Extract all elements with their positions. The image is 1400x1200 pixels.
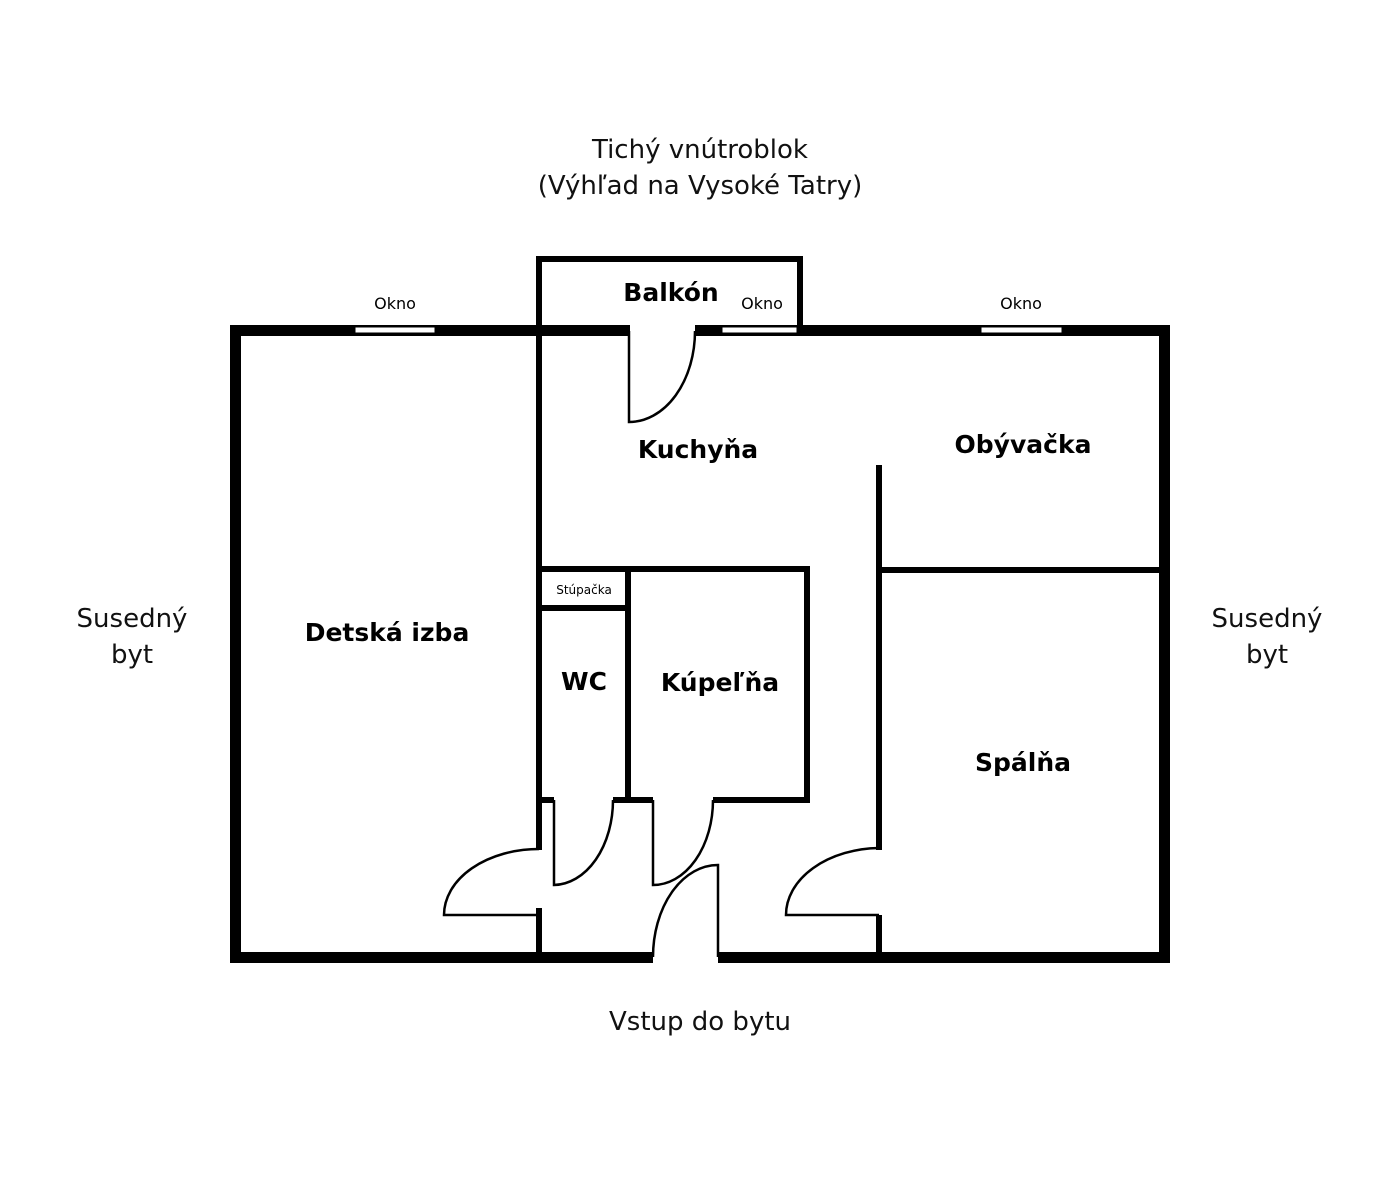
door-entrance [651,863,720,958]
top-context-line1: Tichý vnútroblok [591,135,808,165]
room-label-balkon: Balkón [623,278,718,307]
balcony-walls [536,256,803,331]
room-label-spalna: Spálňa [975,748,1071,777]
door-spalna [784,846,880,917]
room-label-kupelna: Kúpeľňa [661,668,779,697]
left-neighbor-line2: byt [111,640,153,670]
door-kupelna [651,799,715,887]
door-detska-izba [442,847,540,917]
room-label-wc: WC [561,667,607,696]
left-neighbor-line1: Susedný [77,604,188,634]
room-label-detska-izba: Detská izba [305,618,470,647]
room-label-obyvacka: Obývačka [955,430,1092,459]
window-label: Okno [1000,294,1042,313]
interior-walls [536,330,1166,958]
entrance-label: Vstup do bytu [609,1007,791,1037]
window-obyvacka [980,326,1063,334]
door-wc [552,799,615,887]
door-balcony [627,330,697,424]
room-label-kuchyna: Kuchyňa [638,435,758,464]
room-label-stupacka: Stúpačka [556,583,612,597]
window-label: Okno [741,294,783,313]
right-neighbor-line1: Susedný [1212,604,1323,634]
window-detska [354,326,436,334]
window-label: Okno [374,294,416,313]
top-context-line2: (Výhľad na Vysoké Tatry) [538,171,862,201]
window-balkon [721,326,798,334]
right-neighbor-line2: byt [1246,640,1288,670]
